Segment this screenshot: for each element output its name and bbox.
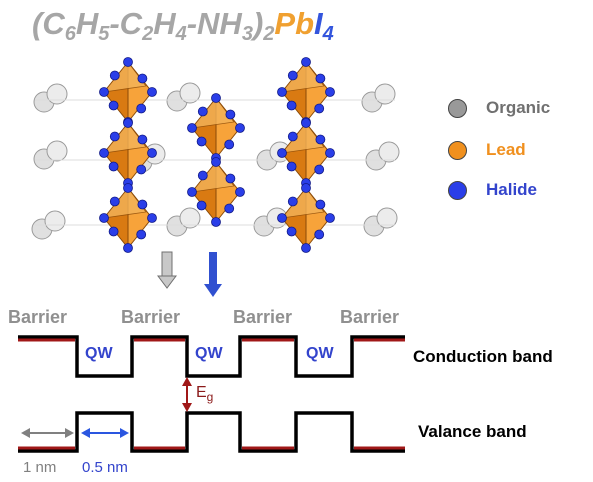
- halide-atom: [325, 213, 335, 223]
- organic-dot-icon: [448, 98, 467, 118]
- halide-atom: [325, 148, 335, 158]
- legend-item-organic: Organic: [448, 98, 550, 118]
- barrier-label: Barrier: [121, 307, 181, 327]
- qw-label: QW: [195, 345, 223, 362]
- halide-atom: [197, 170, 208, 181]
- halide-atom: [109, 196, 120, 207]
- halide-atom: [301, 118, 311, 128]
- organic-atom: [378, 141, 400, 163]
- organic-atom: [46, 140, 68, 162]
- halide-atom: [108, 226, 119, 237]
- halide-atom: [99, 148, 109, 158]
- halide-atom: [109, 131, 120, 142]
- halide-atom: [315, 134, 326, 145]
- halide-atom: [225, 173, 236, 184]
- well-arrow: [204, 252, 222, 297]
- halide-atom: [287, 70, 298, 81]
- barrier-width-arrow: [21, 428, 74, 438]
- halide-atom: [211, 217, 221, 227]
- halide-atom: [224, 203, 235, 214]
- halide-atom: [286, 161, 297, 172]
- halide-atom: [224, 139, 235, 150]
- halide-atom: [197, 106, 208, 117]
- halide-atom: [314, 229, 325, 240]
- legend-label-lead: Lead: [486, 140, 526, 159]
- halide-atom: [286, 100, 297, 111]
- halide-atom: [123, 183, 133, 193]
- halide-atom: [286, 226, 297, 237]
- organic-atom: [376, 207, 398, 229]
- halide-atom: [235, 187, 245, 197]
- well-width-arrow: [81, 428, 129, 438]
- halide-atom: [187, 123, 197, 133]
- halide-atom: [211, 93, 221, 103]
- well-width-label: 0.5 nm: [82, 459, 128, 476]
- halide-atom: [108, 161, 119, 172]
- legend-label-halide: Halide: [486, 180, 538, 199]
- halide-dot-icon: [448, 180, 467, 200]
- halide-atom: [136, 164, 147, 175]
- organic-atom: [374, 83, 396, 105]
- halide-atom: [314, 103, 325, 114]
- halide-atom: [301, 183, 311, 193]
- halide-atom: [108, 100, 119, 111]
- halide-atom: [99, 213, 109, 223]
- halide-atom: [136, 229, 147, 240]
- halide-atom: [277, 87, 287, 97]
- legend-item-lead: Lead: [448, 140, 526, 160]
- band-gap-arrow: [182, 377, 192, 412]
- conduction-band-label: Conduction band: [413, 347, 553, 366]
- halide-atom: [99, 87, 109, 97]
- halide-atom: [147, 213, 157, 223]
- halide-atom: [277, 148, 287, 158]
- halide-atom: [147, 87, 157, 97]
- band-gap-label: Eg: [196, 384, 214, 404]
- barrier-width-label: 1 nm: [23, 459, 57, 476]
- legend-item-halide: Halide: [448, 180, 537, 200]
- halide-atom: [314, 164, 325, 175]
- halide-atom: [225, 109, 236, 120]
- barrier-label: Barrier: [340, 307, 400, 327]
- halide-atom: [315, 199, 326, 210]
- organic-atom: [179, 207, 201, 229]
- valence-band: [18, 411, 405, 453]
- halide-atom: [287, 131, 298, 142]
- crystal-structure: [31, 57, 400, 253]
- halide-atom: [287, 196, 298, 207]
- halide-atom: [325, 87, 335, 97]
- barrier-label: Barrier: [233, 307, 293, 327]
- organic-atom: [44, 210, 66, 232]
- halide-atom: [187, 187, 197, 197]
- halide-atom: [137, 199, 148, 210]
- halide-atom: [137, 73, 148, 84]
- halide-atom: [301, 57, 311, 67]
- halide-atom: [123, 243, 133, 253]
- lead-dot-icon: [448, 140, 467, 160]
- halide-atom: [137, 134, 148, 145]
- halide-atom: [123, 118, 133, 128]
- halide-atom: [123, 57, 133, 67]
- halide-atom: [196, 136, 207, 147]
- qw-label: QW: [85, 345, 113, 362]
- legend-label-organic: Organic: [486, 98, 551, 117]
- barrier-label: Barrier: [8, 307, 68, 327]
- organic-atom: [179, 82, 201, 104]
- halide-atom: [235, 123, 245, 133]
- halide-atom: [136, 103, 147, 114]
- organic-atom: [46, 83, 68, 105]
- halide-atom: [109, 70, 120, 81]
- halide-atom: [301, 243, 311, 253]
- halide-atom: [277, 213, 287, 223]
- qw-label: QW: [306, 345, 334, 362]
- chemical-formula: (C6H5-C2H4-NH3)2PbI4: [32, 6, 334, 45]
- conduction-band: [18, 335, 405, 378]
- halide-atom: [315, 73, 326, 84]
- halide-atom: [147, 148, 157, 158]
- valence-band-label: Valance band: [418, 422, 527, 441]
- halide-atom: [211, 157, 221, 167]
- barrier-arrow: [157, 251, 177, 289]
- halide-atom: [196, 200, 207, 211]
